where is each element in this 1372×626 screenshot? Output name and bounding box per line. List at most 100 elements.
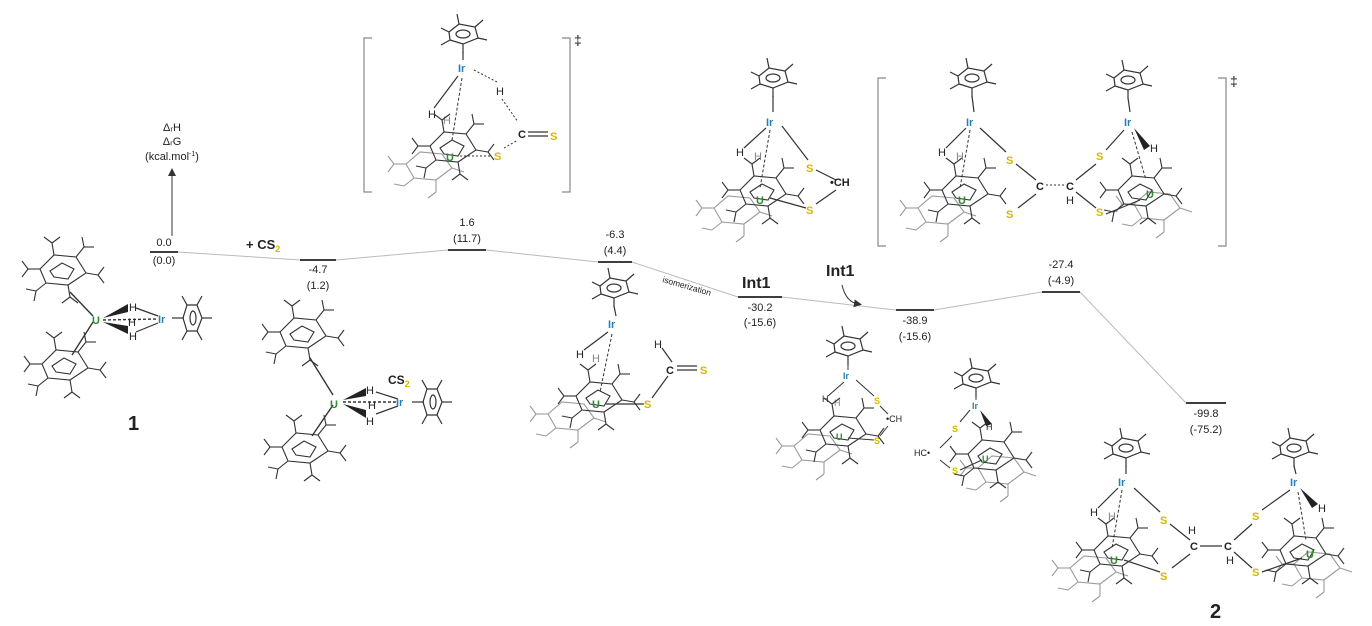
level-3-h: 1.6 bbox=[459, 217, 474, 229]
c-p2-2: C bbox=[1224, 541, 1232, 553]
ir-atom-int1: Ir bbox=[766, 117, 774, 129]
h-p2-c1: H bbox=[1188, 525, 1196, 537]
ts2-dagger: ‡ bbox=[1230, 73, 1238, 89]
hydride-2: H bbox=[128, 317, 136, 329]
level-7-h: -27.4 bbox=[1048, 259, 1073, 271]
s-atom-3b: S bbox=[700, 365, 707, 377]
axis-line2: ΔᵣG bbox=[163, 136, 182, 148]
ir-atom-3: Ir bbox=[608, 319, 616, 331]
h-int1-b: H bbox=[754, 151, 762, 163]
s-int1-2: S bbox=[806, 205, 813, 217]
s-frag-4: S bbox=[952, 466, 958, 476]
level-1-h: 0.0 bbox=[156, 237, 171, 249]
c-atom-3: C bbox=[666, 365, 674, 377]
u-ts2-right: U bbox=[1146, 189, 1154, 201]
s-p2-1: S bbox=[1160, 515, 1167, 527]
level-1-g: (0.0) bbox=[153, 255, 176, 267]
s-atom-3: S bbox=[644, 399, 651, 411]
u-atom-int1: U bbox=[756, 195, 764, 207]
label-int1-b: Int1 bbox=[826, 263, 855, 280]
level-4-g: (4.4) bbox=[604, 245, 627, 257]
ch-frag-1: •CH bbox=[886, 414, 902, 424]
c-ts2-1: C bbox=[1036, 181, 1044, 193]
s-ts2-3: S bbox=[1096, 151, 1103, 163]
label-compound-2: 2 bbox=[1210, 601, 1221, 623]
h-frag-2: H bbox=[834, 398, 841, 408]
ts1-c: C bbox=[518, 129, 526, 141]
u-atom-2: U bbox=[330, 399, 338, 411]
ir-ts2-right: Ir bbox=[1124, 117, 1132, 129]
u-p2-left: U bbox=[1110, 555, 1118, 567]
u-ts2-left: U bbox=[958, 195, 966, 207]
free-cs2: CS2 bbox=[388, 373, 410, 389]
u-atom-3: U bbox=[592, 399, 600, 411]
axis-line1: ΔᵣH bbox=[163, 122, 181, 134]
int1-arrow bbox=[841, 284, 862, 308]
ir-p2-right: Ir bbox=[1290, 477, 1298, 489]
h-p2-c: H bbox=[1318, 503, 1326, 515]
hydride-c: H bbox=[366, 416, 374, 428]
reagent-cs2: + CS2 bbox=[246, 237, 280, 254]
h-ts2-c2: H bbox=[1150, 143, 1158, 155]
label-compound-1: 1 bbox=[128, 413, 139, 435]
h-3b: H bbox=[592, 353, 600, 365]
int1-fragments: Ir S •CH S H H U Ir H S HC• S U bbox=[775, 325, 1037, 503]
profile-connectors bbox=[177, 249, 1187, 404]
int1-structure: Ir S •CH S H H U Int1 Int1 bbox=[695, 57, 855, 292]
ir-atom: Ir bbox=[158, 314, 166, 326]
compound-2: Ir S C C H H S S S H H U Ir H U 2 bbox=[1051, 427, 1353, 623]
ts1-dagger: ‡ bbox=[574, 32, 582, 48]
c-ts2-2: C bbox=[1066, 181, 1074, 193]
level-4-h: -6.3 bbox=[606, 229, 625, 241]
compound-1: U Ir H H H 1 bbox=[21, 236, 213, 435]
thioformyl-complex: Ir H H U S C H S bbox=[529, 267, 707, 449]
energy-values: 0.0 (0.0) -4.7 (1.2) 1.6 (11.7) -6.3 (4.… bbox=[153, 217, 1223, 436]
ts1-h2: H bbox=[443, 115, 451, 127]
hc-frag: HC• bbox=[914, 448, 930, 458]
ir-atom-2: Ir bbox=[396, 397, 404, 409]
ts1-h1: H bbox=[428, 109, 436, 121]
u-atom: U bbox=[92, 315, 100, 327]
axis-legend: ΔᵣH ΔᵣG (kcal.mol-1) bbox=[145, 122, 199, 236]
h-ts2-b: H bbox=[956, 151, 964, 163]
s-frag-1: S bbox=[874, 396, 880, 406]
ch-int1: •CH bbox=[830, 177, 850, 189]
level-3-g: (11.7) bbox=[453, 233, 481, 245]
s-frag-3: S bbox=[952, 424, 958, 434]
s-p2-3: S bbox=[1252, 511, 1259, 523]
h-p2-c2: H bbox=[1226, 555, 1234, 567]
ir-p2-left: Ir bbox=[1118, 477, 1126, 489]
h-p2-a: H bbox=[1090, 507, 1098, 519]
ts1-s2: S bbox=[494, 151, 501, 163]
hydride-b: H bbox=[368, 400, 376, 412]
axis-unit: (kcal.mol-1) bbox=[145, 151, 199, 163]
ts1-h-transfer: H bbox=[496, 86, 504, 98]
level-8-h: -99.8 bbox=[1193, 408, 1218, 420]
s-frag-2: S bbox=[874, 436, 880, 446]
h-ts2-c: H bbox=[1066, 195, 1074, 207]
ir-ts2-left: Ir bbox=[966, 117, 974, 129]
isomerization-label: isomerization bbox=[661, 274, 712, 297]
level-6-g: (-15.6) bbox=[899, 331, 931, 343]
u-frag-2: U bbox=[982, 454, 989, 464]
hydride-1: H bbox=[129, 302, 137, 314]
ir-atom-ts1: Ir bbox=[458, 63, 466, 75]
ts1-structure: ‡ Ir H C S S H H U bbox=[363, 13, 582, 199]
h-ts2-a: H bbox=[938, 147, 946, 159]
u-frag-1: U bbox=[836, 432, 843, 442]
h-formyl: H bbox=[654, 339, 662, 351]
hydride-a: H bbox=[366, 385, 374, 397]
h-3a: H bbox=[576, 349, 584, 361]
s-int1-1: S bbox=[806, 163, 813, 175]
level-7-g: (-4.9) bbox=[1048, 275, 1074, 287]
ts2-structure: ‡ Ir S C C H S S S H H U Ir H U bbox=[877, 57, 1238, 247]
h-int1-a: H bbox=[736, 147, 744, 159]
ts1-s1: S bbox=[550, 131, 557, 143]
u-p2-right: U bbox=[1306, 549, 1314, 561]
h-p2-b: H bbox=[1108, 511, 1116, 523]
hydride-3: H bbox=[129, 331, 137, 343]
cs2-complex: U Ir H H H CS2 bbox=[261, 299, 453, 482]
s-ts2-1: S bbox=[1006, 155, 1013, 167]
ir-frag-2: Ir bbox=[972, 401, 979, 411]
